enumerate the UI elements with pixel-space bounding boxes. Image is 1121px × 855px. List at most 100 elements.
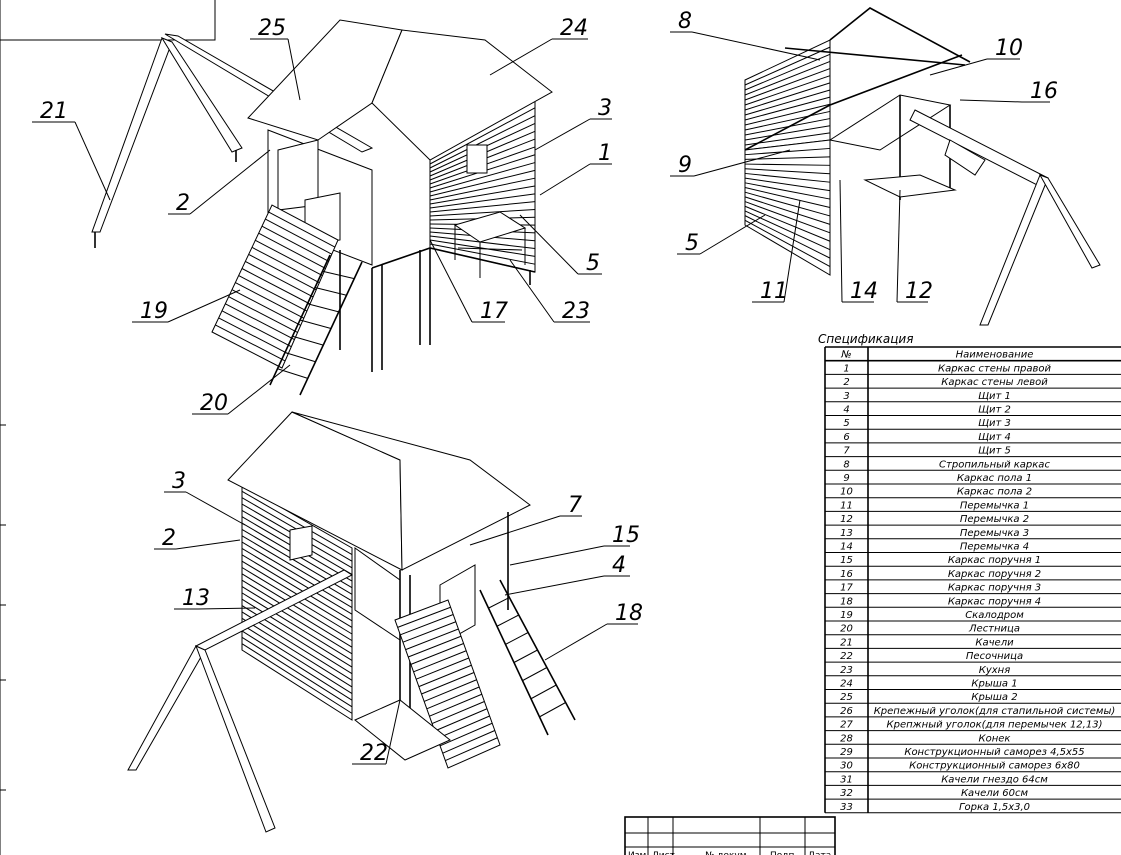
cell-name: Лестница: [968, 624, 1020, 635]
slat-line: [513, 649, 538, 663]
slat-line: [439, 722, 493, 747]
part-callout: 8: [670, 9, 821, 61]
swing-leg: [127, 645, 206, 771]
slat-line: [744, 187, 831, 208]
slat-line: [744, 168, 831, 175]
spec-title: Спецификация: [818, 332, 913, 346]
slat-line: [408, 635, 462, 658]
table-row: 4 Щит 2: [825, 405, 1121, 416]
slat-line: [530, 684, 557, 700]
cell-name: Крыша 2: [971, 692, 1017, 703]
slat-line: [241, 643, 353, 714]
cell-name: Щит 1: [978, 391, 1011, 402]
cell-number: 8: [843, 459, 849, 470]
slide: [944, 139, 986, 176]
roof: [247, 19, 553, 161]
cell-name: Качели 60см: [961, 788, 1029, 799]
part-callout: 17: [429, 239, 508, 324]
slat-line: [265, 218, 333, 255]
slat-line: [744, 172, 831, 183]
part-callout: 18: [544, 601, 643, 661]
callout-number: 1: [598, 141, 612, 166]
part-callout: 7: [469, 493, 582, 546]
cell-name: Крепежный уголок(для стапильной системы): [874, 706, 1116, 717]
part-callout: 22: [352, 699, 401, 766]
title-block-label: № докум.: [705, 851, 749, 855]
leader-line: [929, 58, 988, 76]
slat-line: [307, 303, 339, 313]
view-rear-isometric: [744, 7, 1101, 326]
cell-name: Каркас поручня 4: [948, 596, 1041, 607]
slat-line: [744, 147, 831, 156]
callout-number: 10: [995, 36, 1023, 61]
slat-line: [423, 679, 477, 702]
slat-line: [429, 243, 536, 265]
slat-line: [241, 611, 353, 681]
cell-name: Горка 1,5х3,0: [959, 802, 1030, 813]
slat-line: [744, 125, 831, 141]
cell-number: 24: [840, 679, 853, 690]
slat-line: [429, 239, 536, 257]
part-callout: 2: [154, 526, 241, 551]
leader-line: [896, 189, 901, 303]
slat-line: [299, 319, 332, 329]
cell-name: Кухня: [979, 665, 1011, 676]
leader-line: [519, 214, 579, 275]
callout-number: 2: [176, 191, 190, 216]
part-callout: 14: [839, 179, 878, 304]
slat-line: [429, 169, 536, 197]
part-callout: 9: [670, 149, 791, 178]
slat-line: [429, 201, 536, 213]
slat-line: [744, 103, 831, 126]
slat-line: [429, 235, 536, 250]
callout-number: 5: [586, 251, 600, 276]
ladder: [269, 254, 363, 396]
leader-line: [691, 31, 821, 61]
part-callout: 21: [32, 99, 111, 201]
cell-name: Щит 4: [978, 432, 1011, 443]
leader-line: [287, 38, 301, 101]
part-callout: 13: [174, 586, 256, 611]
slat-line: [261, 225, 329, 262]
cell-name: Щит 2: [978, 405, 1011, 416]
slat-line: [744, 75, 831, 106]
leader-line: [469, 515, 561, 546]
cell-number: 7: [843, 446, 850, 457]
slat-line: [400, 614, 454, 636]
cell-name: Конек: [979, 733, 1011, 744]
cell-name: Перемычка 2: [960, 514, 1029, 525]
slat-line: [744, 182, 831, 200]
slat-line: [241, 636, 353, 708]
slat-line: [744, 156, 831, 160]
climbing-wall-2: [394, 599, 501, 769]
cell-number: 5: [843, 418, 849, 429]
part-callout: 5: [519, 214, 602, 276]
cell-name: Перемычка 3: [960, 528, 1029, 539]
callout-number: 21: [40, 99, 68, 124]
slat-line: [225, 303, 295, 340]
slat-line: [405, 628, 459, 651]
callout-number: 18: [615, 601, 643, 626]
leader-line: [783, 199, 801, 303]
slat-line: [744, 96, 831, 121]
cell-name: Перемычка 4: [960, 542, 1029, 553]
cell-name: Каркас стены левой: [941, 377, 1048, 388]
cell-name: Каркас поручня 1: [948, 555, 1041, 566]
cell-number: 4: [843, 405, 849, 416]
slat-line: [413, 650, 467, 673]
slat-line: [241, 490, 353, 556]
title-block-label: Подп.: [770, 851, 797, 855]
cell-number: №: [840, 350, 851, 361]
view-side-isometric: [127, 411, 576, 833]
slat-line: [496, 614, 519, 627]
leader-line: [197, 607, 256, 610]
